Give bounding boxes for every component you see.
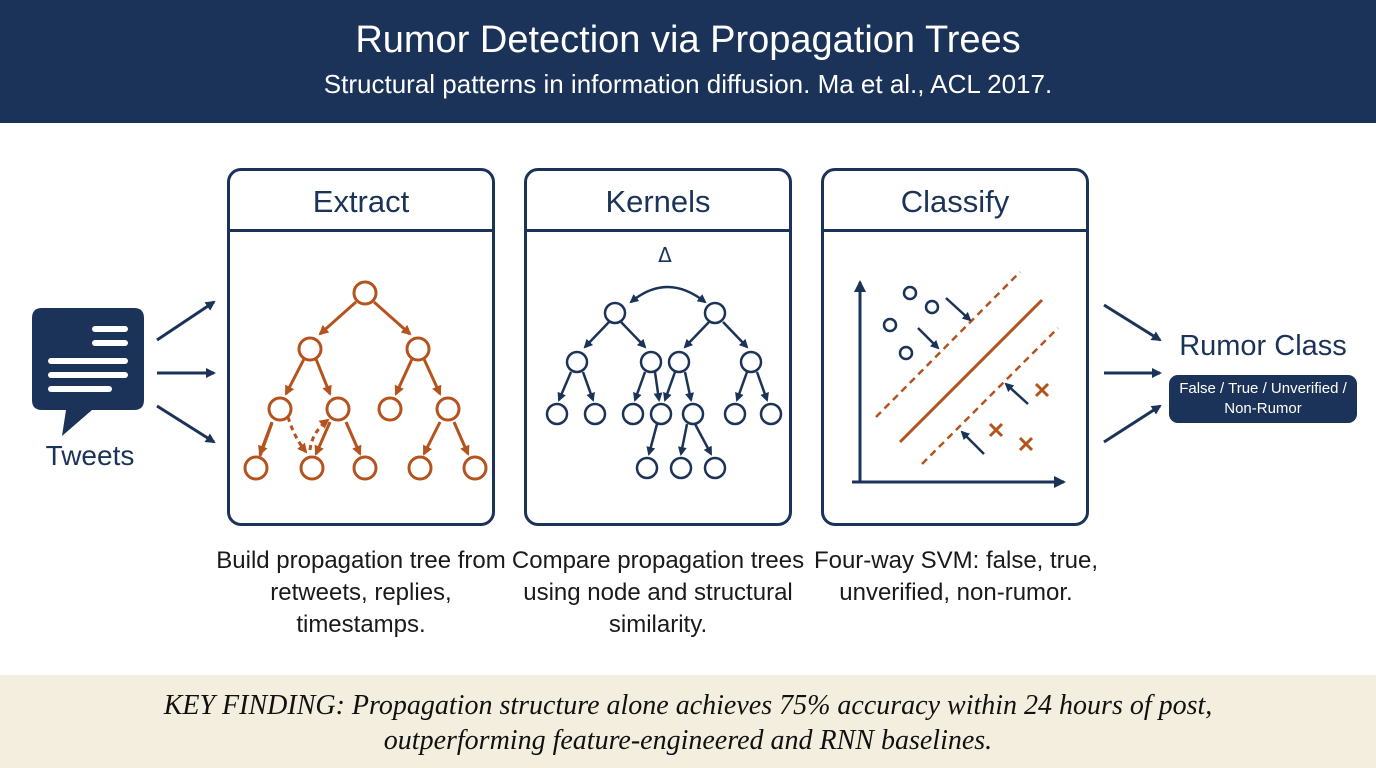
margin-lower	[921, 327, 1059, 465]
kernels-description: Compare propagation trees using node and…	[511, 547, 805, 638]
key-finding-banner: KEY FINDING: Propagation structure alone…	[0, 675, 1376, 768]
rumor-class-badge: False / True / Unverified / Non-Rumor	[1169, 375, 1357, 423]
decision-boundary	[898, 298, 1044, 444]
key-finding-text: KEY FINDING: Propagation structure alone…	[163, 690, 1213, 756]
propagation-tree-diagram	[243, 280, 488, 481]
page-subtitle: Structural patterns in information diffu…	[323, 69, 1053, 99]
classify-panel: Classify	[821, 168, 1089, 526]
output-arrow-up	[1103, 303, 1162, 342]
classify-title: Classify	[824, 171, 1086, 232]
kernels-title: Kernels	[527, 171, 789, 232]
kernels-panel: Kernels Δ	[524, 168, 792, 526]
page-title: Rumor Detection via Propagation Trees	[355, 19, 1021, 61]
tree-kernel-diagram: Δ	[545, 243, 783, 480]
tweets-label: Tweets	[45, 440, 135, 471]
extract-panel: Extract	[227, 168, 495, 526]
twitter-bird-icon	[45, 274, 91, 308]
rumor-class-label: Rumor Class	[1179, 330, 1347, 362]
input-arrow-up	[156, 300, 216, 342]
header-banner: Rumor Detection via Propagation Trees St…	[0, 0, 1376, 123]
svm-classifier-diagram	[852, 271, 1066, 488]
class-circles	[882, 285, 940, 361]
tweet-bubble-icon	[32, 274, 144, 436]
extract-description: Build propagation tree from retweets, re…	[216, 547, 506, 638]
margin-upper	[875, 271, 1021, 418]
input-arrow-down	[156, 404, 216, 444]
class-crosses	[988, 382, 1050, 452]
support-vector-arrows	[917, 297, 1029, 455]
output-arrow-down	[1103, 404, 1162, 444]
delta-symbol: Δ	[658, 243, 672, 267]
classify-description: Four-way SVM: false, true, unverified, n…	[813, 547, 1099, 606]
extract-title: Extract	[230, 171, 492, 232]
